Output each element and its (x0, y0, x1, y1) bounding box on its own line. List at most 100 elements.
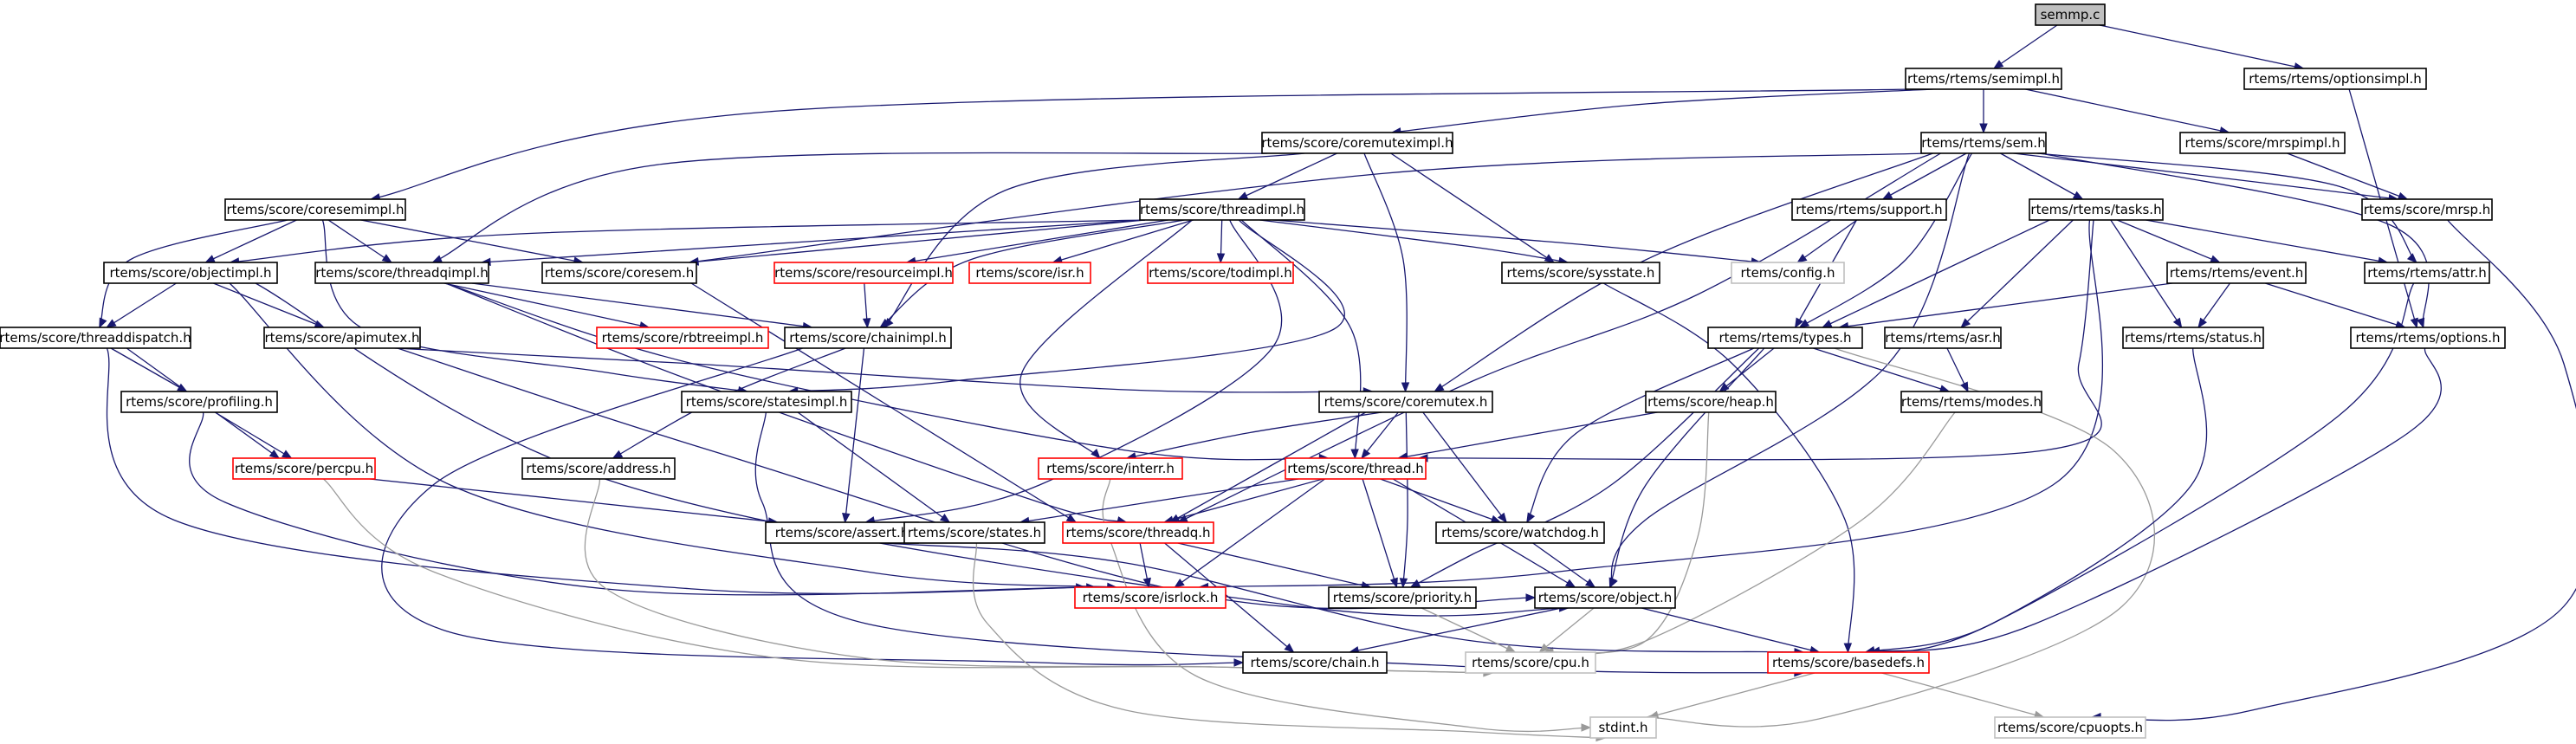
node-label: rtems/score/states.h (908, 525, 1041, 540)
edge-coremuteximpl-to-chainimpl (883, 152, 1305, 329)
node-isr[interactable]: rtems/score/isr.h (968, 262, 1091, 284)
node-percpu[interactable]: rtems/score/percpu.h (232, 457, 376, 480)
edge-line (1839, 282, 2173, 328)
node-box (1328, 586, 1477, 609)
edge-line (1422, 411, 1507, 523)
node-apimutex[interactable]: rtems/score/apimutex.h (263, 327, 421, 349)
node-address[interactable]: rtems/score/address.h (521, 457, 676, 480)
edge-chainimpl-to-assert (842, 347, 865, 524)
node-priority[interactable]: rtems/score/priority.h (1328, 586, 1477, 609)
node-box (903, 521, 1045, 544)
edge-arrowhead (204, 255, 216, 263)
edge-types-to-object (1608, 347, 1765, 589)
node-label: rtems/score/assert.h (775, 525, 909, 540)
node-chainimpl[interactable]: rtems/score/chainimpl.h (784, 327, 952, 349)
edge-profiling-to-isrlock (189, 411, 1086, 596)
node-profiling[interactable]: rtems/score/profiling.h (120, 391, 278, 413)
node-heap[interactable]: rtems/score/heap.h (1645, 391, 1777, 413)
node-types[interactable]: rtems/rtems/types.h (1707, 327, 1863, 349)
node-modes[interactable]: rtems/rtems/modes.h (1900, 391, 2042, 413)
node-isrlock[interactable]: rtems/score/isrlock.h (1074, 586, 1227, 609)
node-event[interactable]: rtems/rtems/event.h (2166, 262, 2307, 284)
node-box (2350, 327, 2506, 349)
node-label: rtems/score/mrspimpl.h (2185, 135, 2340, 151)
node-attr[interactable]: rtems/rtems/attr.h (2364, 262, 2490, 284)
node-mrsp[interactable]: rtems/score/mrsp.h (2361, 198, 2493, 221)
node-box (1062, 521, 1214, 544)
edge-line (1402, 411, 1408, 588)
node-sem[interactable]: rtems/rtems/sem.h (1920, 132, 2047, 154)
node-statesimpl[interactable]: rtems/score/statesimpl.h (681, 391, 852, 413)
edge-coremutex-to-priority (1399, 411, 1408, 589)
node-threadqimpl[interactable]: rtems/score/threadqimpl.h (314, 262, 489, 284)
node-assert[interactable]: rtems/score/assert.h (765, 521, 919, 544)
edge-states-to-stdint (972, 542, 1607, 742)
node-asr[interactable]: rtems/rtems/asr.h (1884, 327, 2002, 349)
edge-chainimpl-to-chain (381, 347, 1245, 667)
node-box (1589, 716, 1657, 739)
edge-line (883, 152, 1305, 328)
node-coremutex[interactable]: rtems/score/coremutex.h (1318, 391, 1493, 413)
node-options[interactable]: rtems/rtems/options.h (2350, 327, 2506, 349)
node-label: rtems/score/coremutex.h (1324, 394, 1488, 410)
edge-threaddispatch-to-profiling (110, 347, 188, 392)
edge-line (106, 282, 177, 328)
node-optionsimpl[interactable]: rtems/rtems/optionsimpl.h (2243, 68, 2427, 90)
node-label: rtems/rtems/attr.h (2367, 265, 2487, 281)
edge-arrowhead (106, 319, 117, 328)
edge-line (1019, 478, 1299, 523)
edge-arrowhead (1794, 317, 1803, 329)
node-basedefs[interactable]: rtems/score/basedefs.h (1767, 651, 1930, 674)
edge-line (1259, 219, 1569, 263)
node-label: rtems/rtems/sem.h (1921, 135, 2045, 151)
node-object[interactable]: rtems/score/object.h (1534, 586, 1676, 609)
node-resourceimpl[interactable]: rtems/score/resourceimpl.h (773, 262, 954, 284)
edge-event-to-status (2197, 282, 2231, 329)
node-sysstate[interactable]: rtems/score/sysstate.h (1501, 262, 1660, 284)
node-status[interactable]: rtems/rtems/status.h (2122, 327, 2264, 349)
edge-arrowhead (99, 317, 107, 329)
edge-arrowhead (862, 318, 871, 329)
edge-types-to-heap (1718, 347, 1775, 392)
node-interr[interactable]: rtems/score/interr.h (1038, 457, 1183, 480)
edge-coremuteximpl-to-sysstate (1390, 152, 1556, 263)
node-watchdog[interactable]: rtems/score/watchdog.h (1435, 521, 1605, 544)
edge-sem-to-mrsp (2013, 152, 2399, 203)
node-thread[interactable]: rtems/score/thread.h (1285, 457, 1427, 480)
edge-line (788, 219, 1345, 392)
node-semimpl[interactable]: rtems/rtems/semimpl.h (1905, 68, 2062, 90)
edge-basedefs-to-stdint (1647, 672, 1815, 719)
edge-threadq-to-isrlock (1139, 542, 1151, 589)
edge-arrowhead (1843, 643, 1853, 654)
node-label: rtems/rtems/types.h (1718, 330, 1851, 346)
node-threaddispatch[interactable]: rtems/score/threaddispatch.h (0, 327, 191, 349)
node-support[interactable]: rtems/rtems/support.h (1791, 198, 1947, 221)
node-box (784, 327, 952, 349)
node-label: rtems/score/mrsp.h (2364, 202, 2491, 217)
node-rbtreeimpl[interactable]: rtems/score/rbtreeimpl.h (596, 327, 769, 349)
edge-arrowhead (879, 318, 890, 328)
edge-line (972, 542, 1606, 739)
node-states[interactable]: rtems/score/states.h (903, 521, 1045, 544)
node-threadimpl[interactable]: rtems/score/threadimpl.h (1139, 198, 1305, 221)
node-coresemimpl[interactable]: rtems/score/coresemimpl.h (224, 198, 406, 221)
edge-sem-to-coremutex (1434, 152, 1933, 392)
node-coresem[interactable]: rtems/score/coresem.h (541, 262, 697, 284)
edge-sem-to-support (1881, 152, 1967, 200)
edge-arrowhead (1399, 578, 1408, 589)
node-mrspimpl[interactable]: rtems/score/mrspimpl.h (2179, 132, 2346, 154)
node-tasks[interactable]: rtems/rtems/tasks.h (2029, 198, 2164, 221)
node-todimpl[interactable]: rtems/score/todimpl.h (1147, 262, 1294, 284)
edge-arrowhead (1564, 579, 1576, 588)
edge-arrowhead (269, 450, 281, 459)
node-label: rtems/score/chain.h (1250, 655, 1379, 670)
node-chain[interactable]: rtems/score/chain.h (1242, 651, 1388, 674)
node-threadq[interactable]: rtems/score/threadq.h (1062, 521, 1214, 544)
edge-line (432, 152, 1268, 263)
edge-address-to-cpu (584, 478, 1494, 677)
node-box (1920, 132, 2047, 154)
edge-arrowhead (1525, 593, 1537, 602)
node-objectimpl[interactable]: rtems/score/objectimpl.h (103, 262, 278, 284)
node-coremuteximpl[interactable]: rtems/score/coremuteximpl.h (1261, 132, 1453, 154)
